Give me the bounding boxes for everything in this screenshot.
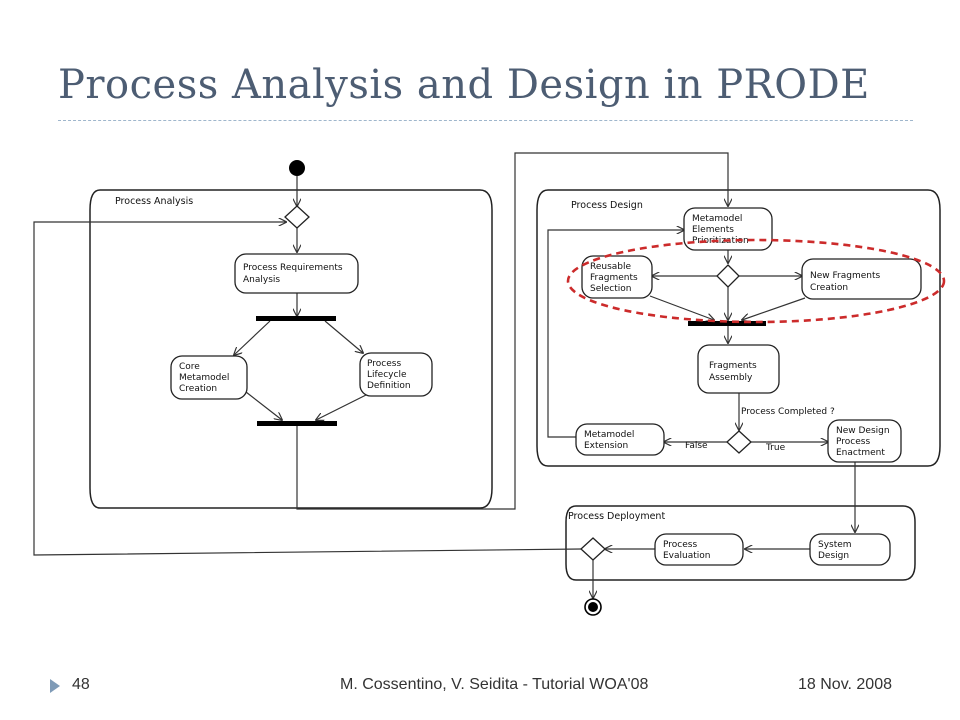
- activity-process-requirements-analysis: Process Requirements Analysis: [234, 253, 359, 294]
- svg-text:Metamodel: Metamodel: [692, 214, 742, 224]
- activity-core-metamodel-creation: Core Metamodel Creation: [170, 355, 248, 400]
- footer-bullet-icon: [50, 679, 60, 693]
- start-node: [289, 160, 305, 176]
- svg-text:Extension: Extension: [584, 441, 628, 451]
- svg-text:System: System: [818, 540, 852, 550]
- label-true: True: [765, 443, 786, 453]
- end-node: [584, 598, 602, 616]
- svg-text:Analysis: Analysis: [243, 275, 280, 285]
- svg-text:Reusable: Reusable: [590, 262, 632, 272]
- title-divider: [58, 120, 913, 121]
- label-false: False: [685, 441, 708, 451]
- activity-new-fragments-creation: New Fragments Creation: [801, 258, 922, 300]
- join-bar-fragments: [688, 321, 766, 326]
- decision-analysis-merge: [284, 205, 310, 229]
- svg-text:Fragments: Fragments: [709, 361, 757, 371]
- svg-text:Core: Core: [179, 362, 200, 372]
- slide-title: Process Analysis and Design in PRODE: [58, 62, 870, 108]
- svg-text:Metamodel: Metamodel: [584, 430, 634, 440]
- svg-text:Elements: Elements: [692, 225, 734, 235]
- partition-process-analysis: Process Analysis: [89, 189, 493, 509]
- svg-text:Creation: Creation: [179, 384, 217, 394]
- svg-text:Creation: Creation: [810, 283, 848, 293]
- decision-process-completed: [726, 430, 752, 454]
- svg-text:Metamodel: Metamodel: [179, 373, 229, 383]
- partition-label-design: Process Design: [571, 200, 643, 211]
- svg-text:New Design: New Design: [836, 426, 890, 436]
- activity-metamodel-elements-prioritization: Metamodel Elements Prioritization: [683, 207, 773, 251]
- join-bar-analysis: [257, 421, 337, 426]
- partition-label-deployment: Process Deployment: [568, 511, 665, 522]
- label-process-completed: Process Completed ?: [741, 407, 835, 417]
- activity-process-lifecycle-definition: Process Lifecycle Definition: [359, 352, 433, 397]
- svg-text:Evaluation: Evaluation: [663, 551, 711, 561]
- svg-text:Process: Process: [663, 540, 697, 550]
- footer-date: 18 Nov. 2008: [798, 676, 892, 693]
- decision-deployment: [580, 537, 606, 561]
- svg-text:Prioritization: Prioritization: [692, 236, 749, 246]
- svg-text:Fragments: Fragments: [590, 273, 638, 283]
- activity-process-evaluation: Process Evaluation: [654, 533, 744, 566]
- activity-fragments-assembly: Fragments Assembly: [697, 344, 780, 394]
- svg-text:Enactment: Enactment: [836, 448, 885, 458]
- highlight-ellipse: [566, 238, 946, 324]
- activity-metamodel-extension: Metamodel Extension: [575, 423, 665, 456]
- svg-text:Assembly: Assembly: [709, 373, 753, 383]
- svg-text:Definition: Definition: [367, 381, 411, 391]
- svg-text:Design: Design: [818, 551, 849, 561]
- svg-text:New Fragments: New Fragments: [810, 271, 880, 281]
- page-number: 48: [72, 676, 90, 693]
- svg-text:Selection: Selection: [590, 284, 631, 294]
- svg-text:Process Requirements: Process Requirements: [243, 263, 343, 273]
- flow-lines: [33, 152, 855, 598]
- svg-text:Process: Process: [836, 437, 870, 447]
- svg-text:Process: Process: [367, 359, 401, 369]
- svg-text:Lifecycle: Lifecycle: [367, 370, 407, 380]
- footer-author: M. Cossentino, V. Seidita - Tutorial WOA…: [340, 676, 649, 693]
- activity-system-design: System Design: [809, 533, 891, 566]
- fork-bar-analysis: [256, 316, 336, 321]
- activity-reusable-fragments-selection: Reusable Fragments Selection: [581, 255, 653, 299]
- activity-new-design-process-enactment: New Design Process Enactment: [827, 419, 902, 463]
- partition-label-analysis: Process Analysis: [115, 196, 193, 207]
- decision-fragments: [716, 264, 740, 288]
